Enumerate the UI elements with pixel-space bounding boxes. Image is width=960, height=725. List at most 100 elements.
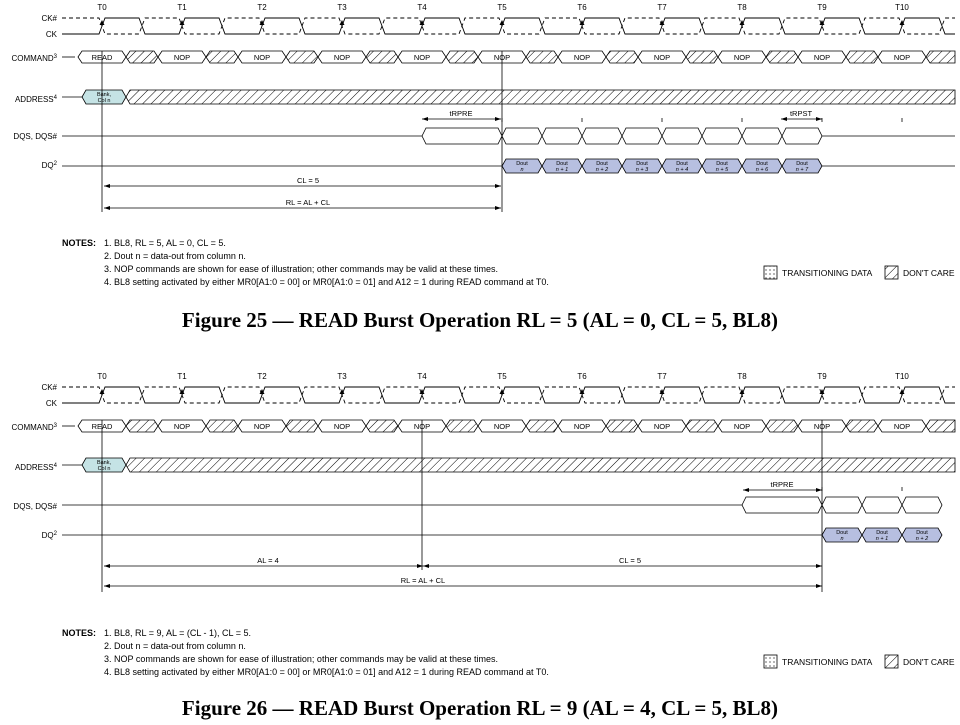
svg-text:tRPRE: tRPRE (450, 109, 473, 118)
dout-index: n + 4 (676, 167, 688, 173)
svg-text:RL = AL + CL: RL = AL + CL (286, 198, 330, 207)
dqs-preamble (741, 496, 823, 514)
clock-label-t1: T1 (177, 372, 187, 381)
command-dont-care (845, 50, 879, 64)
legend-transitioning: TRANSITIONING DATA (782, 657, 873, 667)
rl-dimension: RL = AL + CL (104, 198, 501, 210)
clock-edge-arrow (579, 20, 585, 25)
clock-edge-arrow (179, 20, 185, 25)
address-dont-care (125, 89, 956, 105)
dout-label: Dout (836, 530, 848, 536)
figure-25-title: Figure 25 — READ Burst Operation RL = 5 … (182, 308, 778, 332)
clock-label-t9: T9 (817, 372, 827, 381)
svg-text:CL = 5: CL = 5 (297, 176, 319, 185)
clock-label-t2: T2 (257, 372, 267, 381)
clock-label-t8: T8 (737, 3, 747, 12)
clock-edge-arrow (819, 20, 825, 25)
nop-command-label: NOP (254, 53, 270, 62)
nop-command-label: NOP (574, 422, 590, 431)
clock-edge-arrow (659, 20, 665, 25)
dqs-toggle (701, 127, 743, 145)
address-label: ADDRESS4 (15, 463, 58, 472)
clock-label-t4: T4 (417, 372, 427, 381)
dout-label: Dout (876, 530, 888, 536)
clock-label-t6: T6 (577, 372, 587, 381)
note-3: 3. NOP commands are shown for ease of il… (104, 264, 498, 274)
clock-edge-arrow (739, 389, 745, 394)
command-dont-care (845, 419, 879, 433)
clock-label-t0: T0 (97, 372, 107, 381)
dout-index: n + 2 (916, 536, 928, 542)
nop-command-label: NOP (414, 53, 430, 62)
dout-label: Dout (516, 161, 528, 167)
command-dont-care (125, 419, 159, 433)
clock-label-t5: T5 (497, 372, 507, 381)
dqs-label: DQS, DQS# (13, 502, 57, 511)
svg-text:AL = 4: AL = 4 (257, 556, 279, 565)
nop-command-label: NOP (574, 53, 590, 62)
dqs-toggle (901, 496, 943, 514)
nop-command-label: NOP (894, 53, 910, 62)
clock-label-t4: T4 (417, 3, 427, 12)
figure-25-clock-waveform (62, 17, 955, 35)
dout-index: n + 1 (876, 536, 888, 542)
nop-command-label: NOP (894, 422, 910, 431)
command-dont-care (925, 50, 956, 64)
rl-dimension: RL = AL + CL (104, 576, 822, 588)
address-bank-text: Bank, (97, 460, 112, 466)
dqs-toggle (501, 127, 543, 145)
clock-edge-arrow (579, 389, 585, 394)
figure-25-timing-markers (101, 51, 903, 212)
cl-dimension: CL = 5 (104, 176, 501, 188)
command-dont-care (365, 50, 399, 64)
dout-index: n + 5 (716, 167, 729, 173)
legend-dont-care: DON'T CARE (903, 657, 955, 667)
nop-command-label: NOP (494, 422, 510, 431)
nop-command-label: NOP (814, 53, 830, 62)
dout-burst-2 (901, 527, 943, 543)
notes-label: NOTES: (62, 628, 96, 638)
clock-label-t10: T10 (895, 372, 909, 381)
note-3: 3. NOP commands are shown for ease of il… (104, 654, 498, 664)
svg-text:CL = 5: CL = 5 (619, 556, 641, 565)
command-dont-care (765, 419, 799, 433)
address-col-text: Col n (98, 98, 111, 104)
clock-edge-arrow (739, 20, 745, 25)
command-label: COMMAND3 (11, 423, 57, 432)
figure-25-dqs-row (62, 127, 955, 145)
dout-index: n (520, 167, 523, 173)
clock-label-t10: T10 (895, 3, 909, 12)
dqs-label: DQS, DQS# (13, 132, 57, 141)
nop-command-label: NOP (654, 422, 670, 431)
trpre-dimension: tRPRE (422, 109, 501, 121)
note-1: 1. BL8, RL = 9, AL = (CL - 1), CL = 5. (104, 628, 251, 638)
command-dont-care (365, 419, 399, 433)
transitioning-data-swatch (763, 265, 778, 280)
clock-label-t8: T8 (737, 372, 747, 381)
clock-edge-arrow (659, 389, 665, 394)
dont-care-swatch (884, 654, 899, 669)
command-dont-care (685, 419, 719, 433)
nop-command-label: NOP (734, 53, 750, 62)
clock-label-t7: T7 (657, 372, 667, 381)
dqs-toggle (661, 127, 703, 145)
note-4: 4. BL8 setting activated by either MR0[A… (104, 667, 549, 677)
command-dont-care (285, 419, 319, 433)
dqs-toggle (621, 127, 663, 145)
nop-command-label: NOP (174, 422, 190, 431)
nop-command-label: NOP (654, 53, 670, 62)
command-dont-care (925, 419, 956, 433)
dout-label: Dout (676, 161, 688, 167)
dout-index: n (840, 536, 843, 542)
clock-edge-arrow (899, 20, 905, 25)
clock-edge-arrow (339, 20, 345, 25)
clock-edge-arrow (259, 389, 265, 394)
svg-text:tRPRE: tRPRE (771, 480, 794, 489)
dout-label: Dout (916, 530, 928, 536)
